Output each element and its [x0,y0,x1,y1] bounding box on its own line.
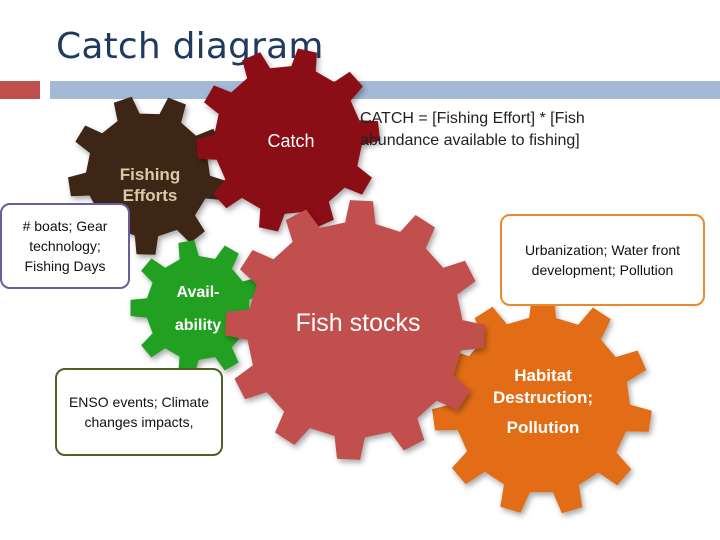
fishing-efforts-label-line1: Fishing [120,165,180,184]
habitat-label-line1: Habitat [514,366,572,385]
habitat-label-line3: Pollution [507,418,580,437]
fishing-efforts-label-line2: Efforts [123,186,178,205]
availability-gear [130,240,265,376]
habitat-label-line2: Destruction; [493,388,593,407]
catch-formula: CATCH = [Fishing Effort] * [Fish abundan… [360,110,585,149]
fish-stocks-label: Fish stocks [295,309,420,337]
climate-factors-box: ENSO events; Climate changes impacts, [55,368,223,456]
availability-label-line1: Avail- [177,284,220,301]
habitat-destruction-gear [432,295,652,514]
catch-gear [196,48,380,232]
fishing-factors-box: # boats; Gear technology; Fishing Days [0,203,130,289]
slide-title: Catch diagram [56,26,324,67]
catch-gear-label: Catch [267,131,314,151]
title-accent-bar-red [0,81,40,99]
availability-label-line2: ability [175,317,221,334]
fish-stocks-gear [225,200,485,460]
habitat-factors-box: Urbanization; Water front development; P… [500,214,705,306]
